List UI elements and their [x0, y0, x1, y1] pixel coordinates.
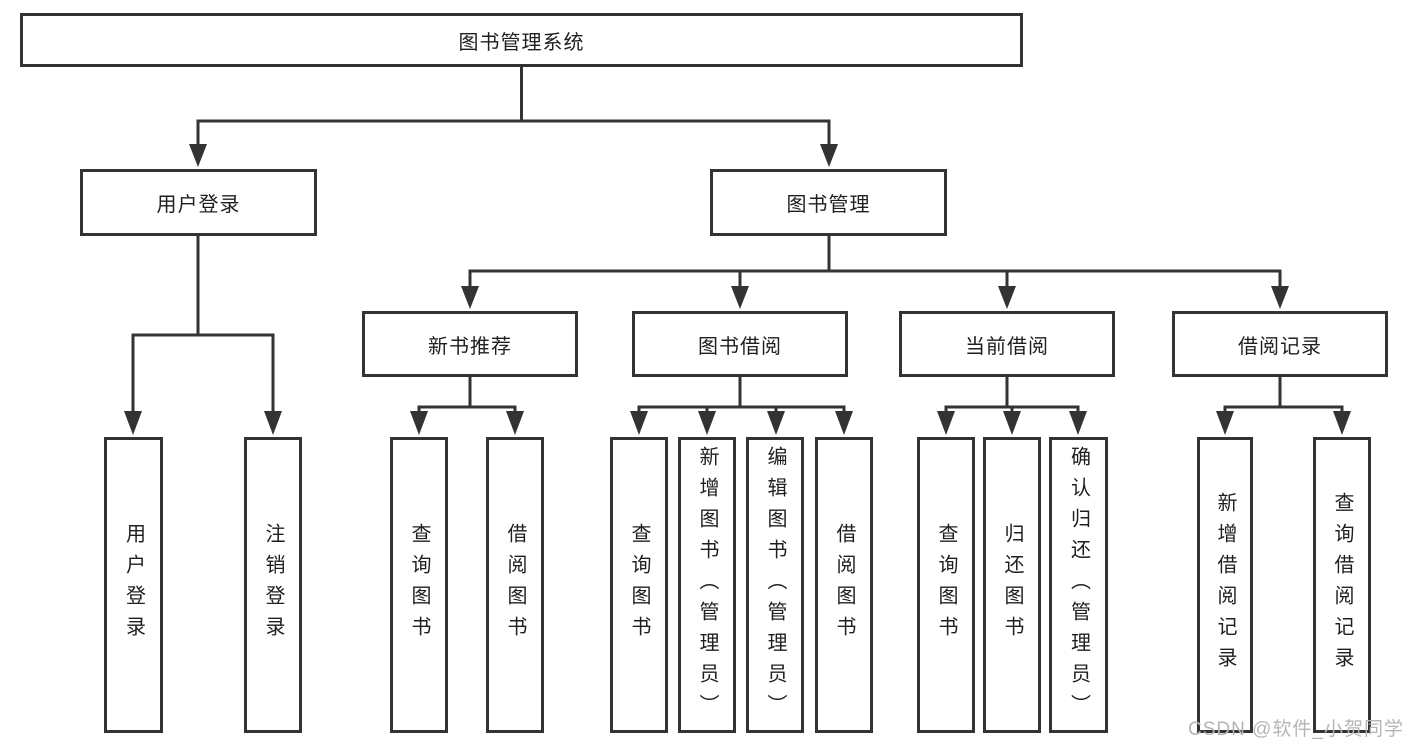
leaf-edit-book-admin-label: 编辑图书（管理员）: [764, 445, 786, 725]
leaf-query-borrow-record: 查询借阅记录: [1313, 437, 1371, 733]
arrow-down-icon: [937, 411, 955, 435]
arrow-down-icon: [998, 286, 1016, 309]
connector-level3-arrowheads: [461, 286, 1289, 309]
connector-book-borrowing-children: [637, 375, 846, 415]
arrow-down-icon: [1333, 411, 1351, 435]
leaf-edit-book-admin: 编辑图书（管理员）: [746, 437, 804, 733]
arrow-down-icon: [410, 411, 428, 435]
leaf-borrow-books-borrowing: 借阅图书: [815, 437, 873, 733]
connector-new-book-recommend-children: [417, 375, 517, 415]
leaf-add-borrow-record-label: 新增借阅记录: [1214, 492, 1236, 678]
leaf-return-books: 归还图书: [983, 437, 1041, 733]
arrow-down-icon: [124, 411, 142, 435]
arrow-down-icon: [820, 144, 838, 167]
node-borrowing-records-label: 借阅记录: [1238, 335, 1322, 358]
arrow-down-icon: [461, 286, 479, 309]
connector-book-borrowing-arrowheads: [630, 411, 853, 435]
arrow-down-icon: [1216, 411, 1234, 435]
arrow-down-icon: [1271, 286, 1289, 309]
leaf-borrow-books-recommend-label: 借阅图书: [504, 523, 526, 647]
node-root: 图书管理系统: [20, 13, 1023, 67]
node-new-book-recommend-label: 新书推荐: [428, 335, 512, 358]
connector-current-borrowing-children: [944, 375, 1080, 415]
connector-root-arrowheads: [189, 144, 838, 167]
leaf-user-login-label: 用户登录: [122, 523, 145, 647]
node-book-management: 图书管理: [710, 169, 947, 236]
node-borrowing-records: 借阅记录: [1172, 311, 1388, 377]
leaf-user-login: 用户登录: [104, 437, 163, 733]
leaf-query-books-current-label: 查询图书: [935, 523, 957, 647]
leaf-logout-label: 注销登录: [262, 523, 284, 647]
leaf-add-book-admin: 新增图书（管理员）: [678, 437, 736, 733]
connector-user-login-arrowheads: [124, 411, 282, 435]
arrow-down-icon: [767, 411, 785, 435]
connector-borrowing-records-children: [1223, 375, 1344, 415]
node-current-borrowing: 当前借阅: [899, 311, 1115, 377]
connector-book-management-children: [468, 234, 1282, 290]
arrow-down-icon: [698, 411, 716, 435]
leaf-borrow-books-borrowing-label: 借阅图书: [833, 523, 855, 647]
node-current-borrowing-label: 当前借阅: [965, 335, 1049, 358]
leaf-query-borrow-record-label: 查询借阅记录: [1331, 492, 1353, 678]
leaf-confirm-return-admin: 确认归还（管理员）: [1049, 437, 1108, 733]
leaf-query-books-recommend: 查询图书: [390, 437, 448, 733]
node-user-login-label: 用户登录: [156, 194, 241, 216]
leaf-query-books-recommend-label: 查询图书: [408, 523, 430, 647]
node-book-borrowing: 图书借阅: [632, 311, 848, 377]
node-book-management-label: 图书管理: [786, 194, 871, 216]
connector-root-to-level2: [196, 65, 831, 148]
arrow-down-icon: [835, 411, 853, 435]
arrow-down-icon: [506, 411, 524, 435]
node-user-login: 用户登录: [80, 169, 317, 236]
arrow-down-icon: [630, 411, 648, 435]
connector-new-book-arrowheads: [410, 411, 524, 435]
node-new-book-recommend: 新书推荐: [362, 311, 578, 377]
watermark-text: CSDN @软件_小贺同学: [1188, 719, 1404, 740]
arrow-down-icon: [731, 286, 749, 309]
node-book-borrowing-label: 图书借阅: [698, 335, 782, 358]
leaf-logout: 注销登录: [244, 437, 302, 733]
arrow-down-icon: [264, 411, 282, 435]
leaf-borrow-books-recommend: 借阅图书: [486, 437, 544, 733]
leaf-confirm-return-admin-label: 确认归还（管理员）: [1067, 445, 1090, 725]
arrow-down-icon: [189, 144, 207, 167]
node-root-label: 图书管理系统: [458, 31, 585, 54]
leaf-return-books-label: 归还图书: [1001, 523, 1023, 647]
leaf-query-books-borrowing: 查询图书: [610, 437, 668, 733]
arrow-down-icon: [1069, 411, 1087, 435]
connector-current-borrowing-arrowheads: [937, 411, 1087, 435]
leaf-query-books-borrowing-label: 查询图书: [628, 523, 650, 647]
connector-user-login-children: [131, 234, 275, 415]
leaf-add-borrow-record: 新增借阅记录: [1197, 437, 1253, 733]
leaf-query-books-current: 查询图书: [917, 437, 975, 733]
leaf-add-book-admin-label: 新增图书（管理员）: [696, 445, 718, 725]
connector-borrowing-records-arrowheads: [1216, 411, 1351, 435]
arrow-down-icon: [1003, 411, 1021, 435]
